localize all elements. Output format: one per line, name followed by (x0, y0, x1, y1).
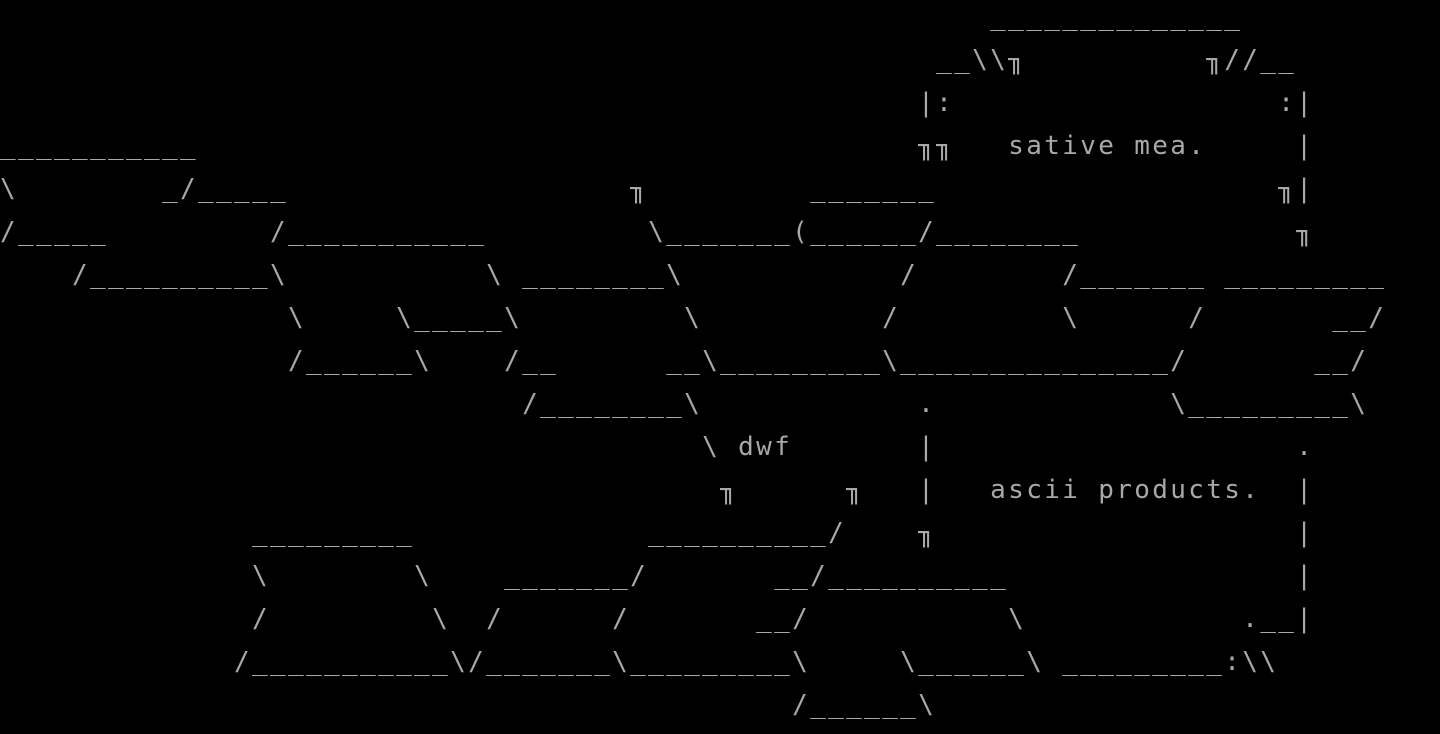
ascii-art-line: |: :| (0, 88, 1315, 118)
ascii-art-line: ___________ ╖╖ sative mea. | (0, 131, 1315, 161)
ascii-art-line: \ \ _______/ __/__________ | (0, 561, 1315, 591)
ascii-art-terminal: ______________ __\\╖ ╖//__ |: :| ________… (0, 2, 1387, 720)
ascii-art-line: /___________\/_______\_________\ \______… (0, 647, 1279, 677)
ascii-art-line: ╖ ╖ | ascii products. | (0, 475, 1315, 505)
ascii-art-line: __\\╖ ╖//__ (0, 45, 1297, 75)
ascii-art-line: \ \_____\ \ / \ / __/ (0, 303, 1387, 333)
ascii-art-line: \ _/_____ ╖ _______ ╖| (0, 174, 1315, 204)
ascii-art-line: /__________\ \ ________\ / /_______ ____… (0, 260, 1387, 290)
ascii-art-line: ______________ (0, 2, 1243, 32)
ascii-art-line: / \ / / __/ \ .__| (0, 604, 1315, 634)
ascii-art-line: /_____ /___________ \_______(______/____… (0, 217, 1315, 247)
ascii-art-line: /______\ /__ __\_________\______________… (0, 346, 1369, 376)
ascii-art-line: /______\ (0, 690, 937, 720)
ascii-art-line: \ dwf | . (0, 432, 1315, 462)
ascii-art-line: _________ __________/ ╖ | (0, 518, 1315, 548)
ascii-art-line: /________\ . \_________\ (0, 389, 1369, 419)
